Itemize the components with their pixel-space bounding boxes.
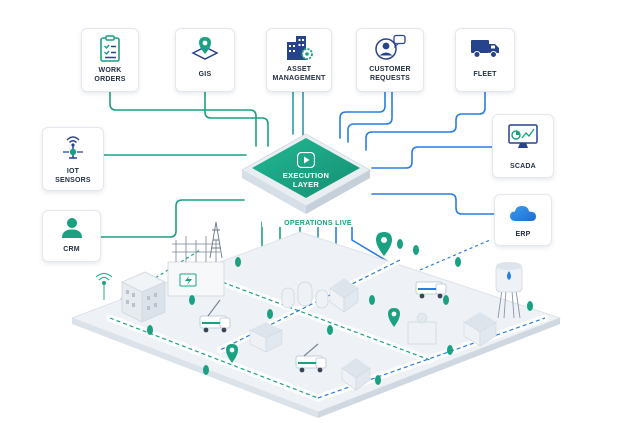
substation (168, 236, 224, 296)
card-label-line-1: GIS (176, 71, 234, 80)
card-label-line-1: WORK (82, 67, 138, 76)
system-card-customer-requests[interactable]: CUSTOMER REQUESTS (356, 28, 424, 92)
user-icon (60, 217, 84, 239)
antenna (96, 274, 112, 301)
card-label-line-2: REQUESTS (357, 75, 423, 84)
system-card-iot-sensors[interactable]: IOT SENSORS (42, 127, 104, 191)
card-label-line-1: IOT (43, 168, 103, 177)
system-card-gis[interactable]: GIS (175, 28, 235, 92)
execution-layer-hub: EXECUTION LAYER (238, 128, 374, 220)
card-label-line-1: FLEET (456, 71, 514, 80)
system-card-asset-management[interactable]: ASSET MANAGEMENT (266, 28, 332, 92)
truck-icon (469, 37, 501, 59)
hub-title-line-1: EXECUTION (238, 171, 374, 180)
card-label-line-1: CRM (43, 246, 100, 255)
system-card-crm[interactable]: CRM (42, 210, 101, 262)
sensor-antenna-icon (58, 132, 88, 162)
operations-status: OPERATIONS LIVE (262, 220, 374, 227)
office-building (122, 272, 165, 322)
system-card-scada[interactable]: SCADA (492, 114, 554, 178)
building-gear-icon (284, 34, 314, 62)
clipboard-checklist-icon (97, 35, 123, 63)
card-label-line-1: ERP (495, 231, 551, 240)
card-label-line-2: MANAGEMENT (267, 75, 331, 84)
card-label-line-1: ASSET (267, 66, 331, 75)
map-pin-1 (376, 232, 392, 256)
card-label-line-2: SENSORS (43, 177, 103, 186)
monitor-chart-icon (506, 123, 540, 151)
system-card-work-orders[interactable]: WORK ORDERS (81, 28, 139, 92)
user-chat-icon (373, 34, 407, 62)
cloud-icon (508, 203, 538, 223)
card-label-line-1: CUSTOMER (357, 66, 423, 75)
system-card-fleet[interactable]: FLEET (455, 28, 515, 92)
system-card-erp[interactable]: ERP (494, 194, 552, 246)
play-icon (297, 152, 315, 168)
card-label-line-2: ORDERS (82, 76, 138, 85)
card-label-line-1: SCADA (493, 163, 553, 172)
map-pin-icon (190, 35, 220, 63)
hub-title-line-2: LAYER (238, 180, 374, 189)
